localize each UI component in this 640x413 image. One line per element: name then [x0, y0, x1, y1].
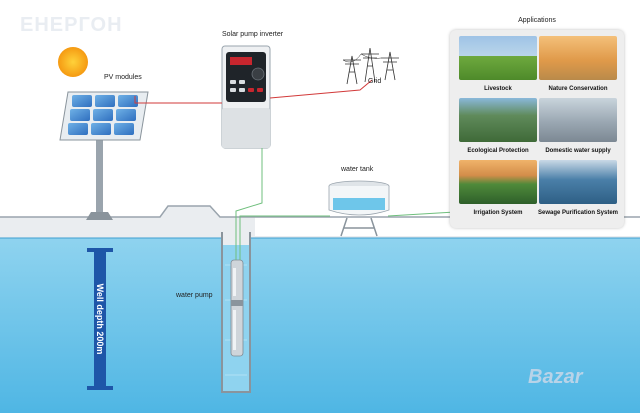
ground-outline — [0, 205, 640, 218]
app-caption-sewage: Sewage Purification System — [537, 210, 619, 216]
bazar-watermark: Bazar — [528, 366, 583, 388]
inverter-label: Solar pump inverter — [222, 31, 284, 38]
app-caption-livestock: Livestock — [484, 86, 512, 92]
cable-pv-to-inverter — [134, 96, 222, 104]
app-caption-nature: Nature Conservation — [548, 86, 608, 92]
water-tank — [328, 180, 390, 237]
app-caption-irrigation: Irrigation System — [473, 210, 523, 216]
app-tile-irrigation — [459, 160, 537, 204]
depth-bar — [94, 252, 106, 386]
cable-inverter-to-pump — [235, 148, 263, 260]
app-caption-ecological: Ecological Protection — [467, 148, 529, 154]
water-body — [0, 238, 640, 413]
pump-body — [230, 259, 244, 357]
app-tile-livestock — [459, 36, 537, 80]
pv-pole — [96, 140, 103, 220]
app-tile-sewage — [539, 160, 617, 204]
pipe-to-tank — [239, 215, 330, 260]
well-shaft — [221, 232, 251, 393]
well-depth-marker: Well depth 200m — [94, 252, 106, 386]
grid-towers — [342, 47, 399, 85]
app-tile-ecological — [459, 98, 537, 142]
cable-inverter-to-grid — [269, 79, 373, 99]
app-tile-nature — [539, 36, 617, 80]
water-tank-label: water tank — [341, 166, 374, 173]
watermark-text: ЕНЕРГОН — [20, 14, 123, 36]
applications-panel: Applications Livestock Nature Conservati… — [450, 17, 624, 228]
pv-panel — [59, 91, 149, 141]
applications-title: Applications — [518, 17, 556, 24]
app-caption-domestic: Domestic water supply — [545, 148, 611, 154]
pv-modules-label: PV modules — [104, 74, 142, 81]
pipe-tank-to-apps — [387, 211, 456, 217]
app-tile-domestic — [539, 98, 617, 142]
sun-icon — [58, 47, 88, 77]
water-pump-label: water pump — [176, 292, 213, 299]
inverter-unit — [221, 45, 271, 149]
well-depth-label: Well depth 200m — [95, 283, 105, 355]
grid-label: Grid — [368, 78, 382, 85]
